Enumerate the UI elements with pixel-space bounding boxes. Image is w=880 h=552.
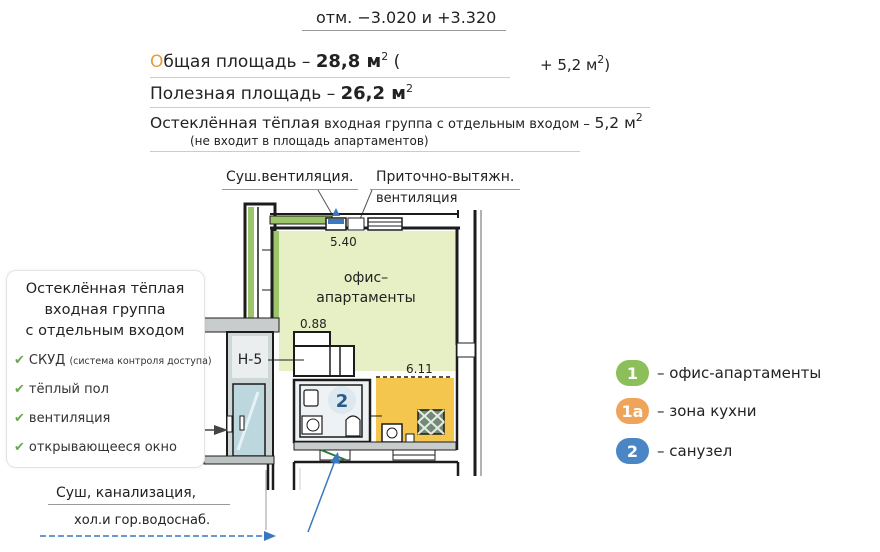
utilities-label-1: Суш, канализация, — [56, 485, 197, 501]
divider — [150, 77, 510, 78]
callout-title-line: Остеклённая тёплая — [25, 281, 185, 297]
total-area-extra: + 5,2 м2) — [540, 53, 610, 74]
useful-area: Полезная площадь – 26,2 м2 — [150, 82, 413, 104]
feature-text: тёплый пол — [28, 382, 109, 397]
room-name-1: офис– — [344, 270, 388, 286]
divider — [150, 107, 650, 108]
leader-line — [370, 189, 520, 190]
total-area: Общая площадь – 28,8 м2 ( — [150, 50, 400, 72]
divider — [150, 151, 580, 152]
legend-item-kitchen: 1а – зона кухни — [616, 398, 757, 424]
feature-item: ✔вентиляция — [14, 411, 110, 426]
leader-line — [48, 504, 230, 505]
dim-top: 5.40 — [330, 235, 357, 249]
vestibule-label-bold: Остеклённая тёплая — [150, 114, 320, 132]
checkmark-icon: ✔ — [14, 382, 25, 397]
bath-badge-bg — [328, 386, 356, 414]
vestibule-note: (не входит в площадь апартаментов) — [190, 134, 429, 148]
door-swing — [320, 449, 347, 461]
checkmark-icon: ✔ — [14, 411, 25, 426]
vent-fill — [328, 219, 344, 224]
bath-badge: 2 — [336, 391, 349, 412]
paren: ) — [604, 56, 611, 74]
legend-label: – зона кухни — [657, 402, 757, 420]
feature-item: ✔СКУД (система контроля доступа) — [14, 353, 212, 368]
feature-text: вентиляция — [28, 411, 111, 426]
callout-title: Остеклённая тёплая входная группа с отде… — [14, 279, 196, 342]
sq-sup: 2 — [597, 53, 605, 66]
doorway — [293, 345, 355, 377]
useful-area-label: Полезная площадь – — [150, 84, 336, 104]
extra-value: + 5,2 м — [540, 56, 598, 74]
vent-arrow-icon — [332, 208, 340, 216]
vestibule-label: входная группа с отдельным входом – — [324, 117, 590, 132]
legend-item-bathroom: 2 – санузел — [616, 438, 732, 464]
total-area-first-letter: О — [150, 52, 164, 72]
paren: ( — [393, 52, 401, 72]
vent-duct — [273, 231, 279, 323]
shaft-label: Н-5 — [238, 352, 263, 368]
sq-sup: 2 — [406, 82, 413, 95]
supply-vent — [347, 217, 365, 231]
utilities-label-2: хол.и гор.водоснаб. — [74, 513, 211, 528]
total-area-value: 28,8 м — [315, 51, 382, 72]
vestibule-area: Остеклённая тёплая входная группа с отде… — [150, 111, 643, 132]
vent-duct — [269, 215, 333, 225]
feature-item: ✔открывающееся окно — [14, 440, 177, 455]
legend-label: – санузел — [657, 442, 733, 460]
callout-title-line: с отдельным входом — [25, 323, 185, 339]
legend-item-office: 1 – офис-апартаменты — [616, 360, 821, 386]
sq-sup: 2 — [381, 50, 389, 63]
room-name-2: апартаменты — [316, 290, 415, 306]
pipe-arrow-icon — [264, 531, 276, 541]
vent-duct — [248, 207, 254, 327]
supply-exhaust-label-2: вентиляция — [376, 191, 458, 206]
divider — [302, 30, 506, 31]
dry-vent-label: Суш.вентиляция. — [226, 169, 354, 185]
toilet-icon — [345, 415, 361, 437]
appliance-icon — [405, 433, 415, 443]
pointer-arrow-icon — [214, 425, 228, 435]
shaft-box — [232, 336, 268, 378]
total-area-label: бщая площадь – — [163, 52, 311, 72]
feature-text: открывающееся окно — [28, 440, 177, 455]
legend-badge: 1а — [616, 398, 649, 424]
dim-kitchen: 6.11 — [406, 362, 433, 376]
vestibule-callout — [6, 270, 205, 468]
wall — [293, 441, 457, 451]
glass-door — [232, 383, 266, 457]
leader-line — [222, 189, 358, 190]
checkmark-icon: ✔ — [14, 353, 25, 368]
legend-label: – офис-апартаменты — [657, 364, 822, 382]
checkmark-icon: ✔ — [14, 440, 25, 455]
legend-badge: 2 — [616, 438, 649, 464]
pipe-arrow-icon — [330, 452, 340, 464]
feature-note: (система контроля доступа) — [69, 356, 212, 367]
dim-left: 0.88 — [300, 317, 327, 331]
wall — [202, 317, 280, 333]
useful-area-value: 26,2 м — [340, 83, 406, 104]
feature-text: СКУД — [28, 353, 66, 368]
feature-item: ✔тёплый пол — [14, 382, 109, 397]
leader-line — [317, 189, 334, 217]
sq-sup: 2 — [635, 111, 643, 124]
elevation-label: отм. −3.020 и +3.320 — [316, 8, 497, 27]
callout-title-line: входная группа — [44, 302, 166, 318]
door-handle-icon — [239, 415, 245, 431]
supply-exhaust-label: Приточно-вытяжн. — [376, 169, 515, 185]
pipe-line — [307, 457, 337, 533]
vestibule-value: 5,2 м — [594, 114, 636, 132]
legend-badge: 1 — [616, 360, 649, 386]
washbasin-icon — [303, 389, 319, 407]
window — [367, 217, 403, 231]
